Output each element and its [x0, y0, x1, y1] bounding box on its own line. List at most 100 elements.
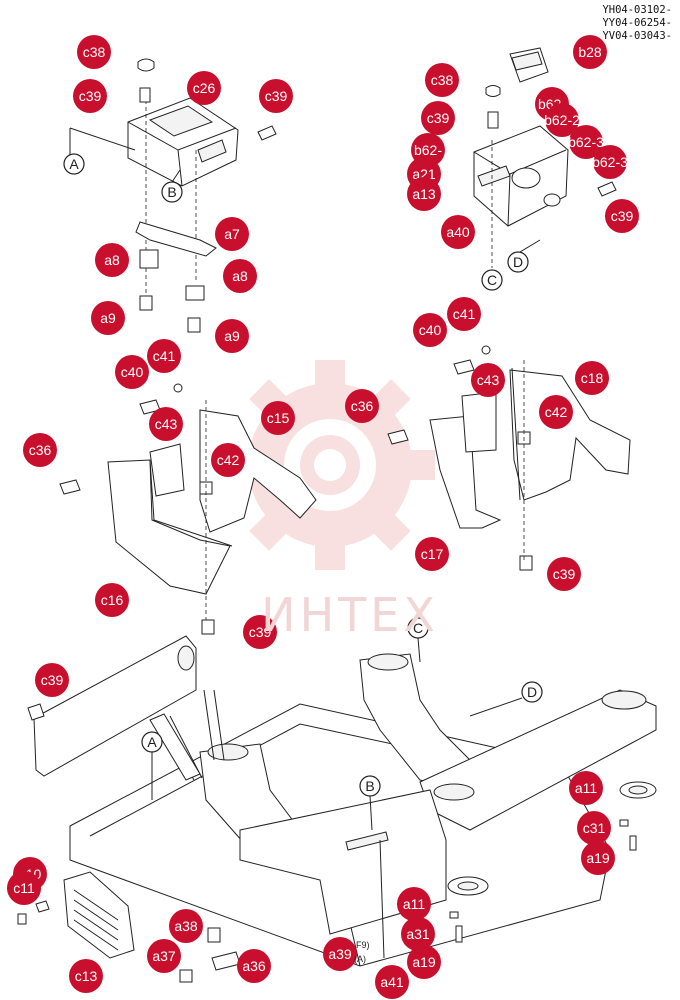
svg-text:c41: c41	[153, 348, 176, 364]
svg-text:a13: a13	[412, 186, 436, 202]
callout: b62-3	[592, 145, 628, 179]
callout: a41	[375, 965, 409, 999]
svg-text:c11: c11	[13, 880, 35, 896]
svg-text:a8: a8	[232, 268, 248, 284]
svg-text:c42: c42	[217, 452, 240, 468]
callout: a36	[237, 949, 271, 983]
callout: c26	[187, 71, 221, 105]
side-panels-left	[59, 383, 317, 635]
svg-text:c16: c16	[101, 592, 124, 608]
callout: a7	[215, 217, 249, 251]
callout: c38	[77, 35, 111, 69]
svg-text:a38: a38	[174, 918, 198, 934]
svg-text:c38: c38	[83, 44, 106, 60]
callout: c41	[447, 297, 481, 331]
callout: b28	[573, 35, 607, 69]
console-top-right	[473, 47, 617, 268]
svg-text:a8: a8	[104, 252, 120, 268]
callout: c31	[577, 811, 611, 845]
svg-text:A: A	[147, 734, 157, 750]
svg-text:c17: c17	[421, 546, 444, 562]
fragment-label: F9)	[356, 940, 370, 950]
svg-text:D: D	[513, 254, 523, 270]
callout: a9	[215, 319, 249, 353]
fragment-label: (A)	[354, 954, 366, 964]
svg-text:b62-3: b62-3	[592, 154, 628, 170]
main-floor-frame	[17, 635, 657, 983]
svg-text:c13: c13	[75, 968, 98, 984]
svg-text:C: C	[413, 620, 423, 636]
callout: c17	[415, 537, 449, 571]
callout: c16	[95, 583, 129, 617]
svg-text:c31: c31	[583, 820, 606, 836]
ref-letter: A	[63, 153, 85, 175]
callout: c41	[147, 339, 181, 373]
callout: b62-2	[544, 103, 580, 137]
svg-text:B: B	[167, 184, 176, 200]
side-panels-right	[387, 345, 631, 571]
callout: a19	[407, 945, 441, 979]
svg-text:a37: a37	[152, 948, 176, 964]
callout: c39	[547, 557, 581, 591]
ref-letter: D	[507, 251, 529, 273]
svg-text:a19: a19	[586, 850, 610, 866]
svg-text:b28: b28	[578, 44, 602, 60]
callout: c39	[243, 615, 277, 649]
callout: a39	[323, 937, 357, 971]
svg-text:c26: c26	[193, 80, 216, 96]
svg-text:c39: c39	[265, 88, 288, 104]
svg-text:a21: a21	[412, 166, 436, 182]
callout: c39	[605, 199, 639, 233]
callout: c36	[345, 389, 379, 423]
ref-letter: C	[481, 269, 503, 291]
reference-letters: A B C D C D A B	[63, 153, 543, 831]
callout: a13	[407, 177, 441, 211]
svg-text:a7: a7	[224, 226, 240, 242]
svg-text:b62-3: b62-3	[568, 134, 604, 150]
svg-text:c39: c39	[427, 110, 450, 126]
svg-text:c43: c43	[155, 416, 178, 432]
callout: c40	[413, 313, 447, 347]
svg-text:c38: c38	[431, 72, 454, 88]
ref-letter: B	[359, 775, 381, 797]
svg-text:c39: c39	[553, 566, 576, 582]
svg-text:c36: c36	[29, 442, 52, 458]
svg-text:a9: a9	[100, 310, 116, 326]
model-code: YY04-06254-	[602, 17, 672, 29]
svg-text:c42: c42	[545, 404, 568, 420]
svg-text:c39: c39	[249, 624, 272, 640]
svg-text:a39: a39	[328, 946, 352, 962]
watermark-text: ИНТЕХ	[261, 588, 439, 642]
svg-text:c40: c40	[121, 364, 144, 380]
svg-text:c39: c39	[79, 88, 102, 104]
model-code: YV04-03043-	[602, 30, 672, 42]
ref-letter: A	[141, 731, 163, 753]
callout: c39	[35, 663, 69, 697]
svg-text:b62-2: b62-2	[544, 112, 580, 128]
console-top-left	[69, 58, 277, 333]
callout: c39	[421, 101, 455, 135]
callout: a37	[147, 939, 181, 973]
svg-text:C: C	[487, 272, 497, 288]
ref-letter: B	[161, 181, 183, 203]
callout: c11	[7, 871, 41, 905]
svg-text:c15: c15	[267, 410, 290, 426]
callout: a9	[91, 301, 125, 335]
svg-text:b62-: b62-	[414, 142, 442, 158]
callout: c39	[73, 79, 107, 113]
svg-text:c41: c41	[453, 306, 476, 322]
ref-letter: C	[407, 617, 429, 639]
svg-text:a11: a11	[403, 896, 426, 912]
callout-layer: c38 c39 c26 c39 b28 c38 c39 b62- b62-2 b…	[7, 35, 639, 999]
svg-text:c43: c43	[477, 372, 500, 388]
callout: b62-3	[568, 125, 604, 159]
callout: c15	[261, 401, 295, 435]
svg-text:c18: c18	[581, 370, 604, 386]
callout: a8	[95, 243, 129, 277]
svg-text:c39: c39	[611, 208, 634, 224]
callout: c43	[471, 363, 505, 397]
callout: a40	[441, 215, 475, 249]
svg-text:a31: a31	[406, 926, 430, 942]
callout: a38	[169, 909, 203, 943]
